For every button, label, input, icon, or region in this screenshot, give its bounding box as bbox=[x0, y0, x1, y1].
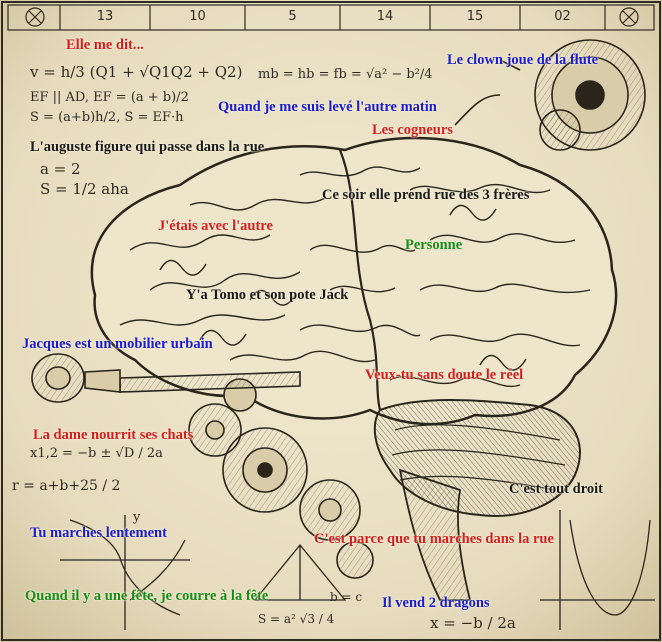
formula-volume: v = h/3 (Q1 + √Q1Q2 + Q2) bbox=[30, 63, 243, 81]
phrase-veux-tu: Veux-tu sans doute le réel bbox=[365, 367, 524, 383]
sketch-graph-right bbox=[540, 510, 655, 630]
formula-triangle-area: S = 1/2 aha bbox=[40, 180, 129, 198]
cerebellum bbox=[373, 399, 581, 601]
ruler-strip bbox=[7, 4, 655, 31]
phrase-personne: Personne bbox=[405, 237, 463, 253]
formula-median: mb = hb = fb = √a² − b²/4 bbox=[258, 67, 433, 82]
formula-equilateral: S = a² √3 / 4 bbox=[258, 612, 335, 626]
ruler-number: 13 bbox=[96, 9, 114, 24]
formula-trapezoid: EF || AD, EF = (a + b)/2 bbox=[30, 90, 189, 105]
phrase-quand-il-y-a-fete: Quand il y a une fête, je courre à la fê… bbox=[25, 588, 269, 604]
formula-a: a = 2 bbox=[40, 160, 81, 178]
ruler-number: 5 bbox=[288, 9, 297, 24]
phrase-tout-droit: C'est tout droit bbox=[509, 481, 603, 497]
phrase-j-etais-avec: J'étais avec l'autre bbox=[158, 218, 273, 234]
phrase-tomo-jack: Y'a Tomo et son pote Jack bbox=[186, 287, 349, 303]
phrase-quand-je-me-suis-leve: Quand je me suis levé l'autre matin bbox=[218, 99, 437, 115]
ruler-number: 02 bbox=[554, 9, 571, 24]
formula-vertex: x = −b / 2a bbox=[430, 614, 516, 632]
phrase-deux-dragons: Il vend 2 dragons bbox=[382, 595, 490, 611]
sketch-triangle bbox=[253, 543, 347, 601]
axis-y-label: y bbox=[133, 510, 141, 525]
phrase-elle-me-dit: Elle me dit... bbox=[66, 37, 144, 53]
phrase-tu-marches: Tu marches lentement bbox=[30, 525, 167, 541]
gear-mechanism bbox=[31, 353, 374, 579]
phrase-la-dame: La dame nourrit ses chats bbox=[33, 427, 194, 443]
phrase-jacques-mobilier: Jacques est un mobilier urbain bbox=[22, 336, 213, 352]
ruler-number: 14 bbox=[376, 9, 394, 24]
ruler-number: 10 bbox=[189, 9, 206, 24]
ruler-number: 15 bbox=[466, 9, 484, 24]
phrase-clown-flute: Le clown joue de la flute bbox=[447, 52, 599, 68]
clockwork-eye bbox=[454, 39, 646, 151]
formula-area: S = (a+b)h/2, S = EF·h bbox=[30, 110, 184, 125]
phrase-auguste-figure: L'auguste figure qui passe dans la rue bbox=[30, 139, 265, 155]
phrase-c-est-parce-que: C'est parce que tu marches dans la rue bbox=[314, 531, 554, 547]
phrase-les-cogneurs: Les cogneurs bbox=[372, 122, 453, 138]
formula-quadratic: x1,2 = −b ± √D / 2a bbox=[30, 446, 163, 461]
phrase-ce-soir-elle: Ce soir elle prend rue des 3 frères bbox=[322, 187, 530, 203]
sketch-graph-left bbox=[60, 515, 190, 630]
formula-radius: r = a+b+25 / 2 bbox=[12, 478, 121, 494]
formula-bc: b = c bbox=[330, 590, 363, 604]
